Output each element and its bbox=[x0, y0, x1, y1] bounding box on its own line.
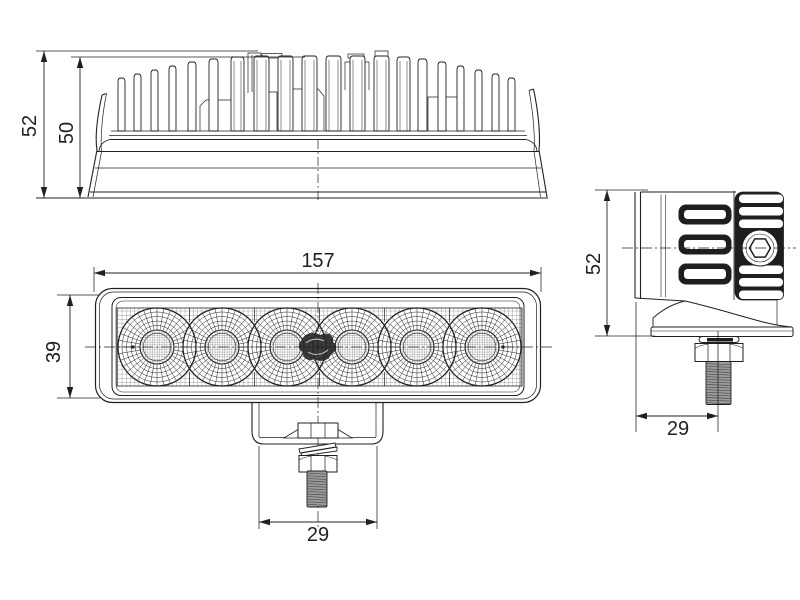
front-threaded-stud bbox=[306, 470, 328, 508]
side-view bbox=[622, 191, 796, 405]
front-hex-nut bbox=[298, 455, 338, 473]
bolt-chamfer-left bbox=[282, 428, 299, 439]
dim-label-front-height: 39 bbox=[43, 341, 65, 363]
rear-view bbox=[36, 50, 548, 203]
side-foot bbox=[650, 300, 794, 337]
side-hex-nut bbox=[694, 343, 744, 362]
front-mounting-bracket bbox=[251, 403, 384, 508]
dimension-arrows bbox=[40, 51, 718, 526]
side-ribbed-cap bbox=[734, 191, 784, 301]
dimensions bbox=[36, 50, 719, 529]
side-threaded-stud bbox=[705, 361, 732, 405]
front-view bbox=[85, 283, 553, 527]
dim-label-rear-height-outer: 52 bbox=[19, 115, 41, 137]
dim-label-front-width: 157 bbox=[301, 250, 334, 272]
bolt-chamfer-right bbox=[337, 428, 354, 439]
front-spring-washer bbox=[298, 442, 338, 457]
dim-label-side-height: 52 bbox=[583, 253, 605, 275]
front-bolt-head bbox=[297, 422, 339, 439]
dimension-labels: 52 50 157 39 29 52 29 bbox=[19, 115, 689, 546]
extension-lines bbox=[36, 50, 719, 529]
dim-label-side-offset: 29 bbox=[667, 418, 689, 440]
side-housing bbox=[634, 191, 736, 302]
side-cooling-slots bbox=[678, 204, 732, 285]
reflector-dividers bbox=[189, 308, 450, 386]
dimension-lines bbox=[43, 51, 718, 523]
dim-label-rear-height-inner: 50 bbox=[56, 122, 78, 144]
dim-label-front-bracket: 29 bbox=[307, 524, 329, 546]
side-washer bbox=[698, 336, 740, 343]
rear-body-outline bbox=[36, 88, 548, 199]
rear-heatsink-fins bbox=[117, 55, 516, 132]
